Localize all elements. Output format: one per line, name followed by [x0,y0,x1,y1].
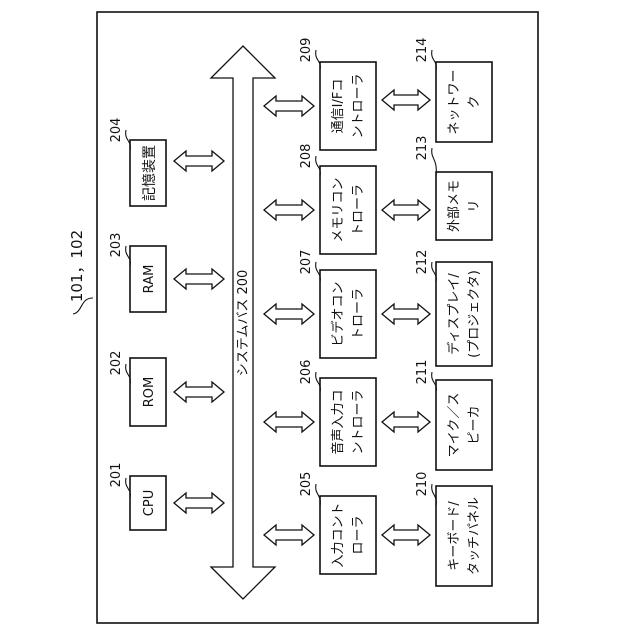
comm-if-controller-label-1: 通信I/Fコ [331,79,346,134]
network-label-1: ネットワー [447,69,462,134]
connector-arrow-right-1 [382,412,430,432]
audio-input-controller-ref: 206 [299,360,314,385]
audio-input-controller-label-1: 音声入力コ [330,389,346,454]
connector-arrow-right-4 [382,90,430,110]
system-bus-label: システムバス 200 [236,270,251,377]
comm-if-controller-label-2: ントローラ [351,73,366,138]
connector-arrow-mid-0 [264,525,314,545]
ram-ref: 203 [109,233,124,258]
network-label-2: ク [467,95,482,108]
video-controller-ref: 207 [299,250,314,275]
mic-speaker-label-1: マイク／ス [447,393,462,458]
audio-input-controller-box [320,378,376,466]
connector-arrow-right-2 [382,304,430,324]
display-projector-label-2: (プロジェクタ) [467,270,482,358]
keyboard-touchpanel-box [436,486,492,586]
video-controller-box [320,270,376,358]
input-controller-label-1: 入力コント [331,502,346,567]
connector-arrow-left-0 [174,493,224,513]
connector-arrow-mid-3 [264,200,314,220]
comm-if-controller-ref: 209 [299,38,314,63]
connector-arrow-left-1 [174,382,224,402]
component-bus-connectors [174,151,224,513]
input-controller-label-2: ローラ [351,515,366,554]
connector-arrow-mid-4 [264,96,314,116]
external-memory-ref: 213 [415,136,430,161]
connector-arrow-left-2 [174,269,224,289]
display-projector-ref: 212 [415,250,430,275]
video-controller-label-2: トローラ [351,288,366,340]
ram-label: RAM [142,265,157,294]
external-memory-box [436,172,492,240]
rom-ref: 202 [109,351,124,376]
storage-ref: 204 [109,118,124,143]
external-memory-label-2: リ [467,199,482,212]
audio-input-controller-label-2: ントローラ [351,389,366,454]
connector-arrow-mid-2 [264,304,314,324]
rom-label: ROM [142,377,157,407]
network-box [436,62,492,142]
storage-label: 記憶装置 [141,145,158,201]
mic-speaker-box [436,380,492,470]
connector-arrow-right-0 [382,525,430,545]
network-ref: 214 [415,38,430,63]
device-ref-label: 101，102 [68,230,86,302]
connector-arrow-right-3 [382,200,430,220]
mic-speaker-ref: 211 [415,360,430,385]
memory-controller-label-1: メモリコン [331,177,346,242]
mic-speaker-label-2: ピーカ [467,405,482,444]
cpu-label: CPU [142,490,157,516]
video-controller-label-1: ビデオコン [330,281,346,346]
keyboard-touchpanel-label-1: キーボード/ [447,501,462,571]
memory-controller-ref: 208 [299,144,314,169]
display-projector-label-1: ディスプレイ/ [446,273,462,355]
comm-if-controller-box [320,62,376,150]
connector-arrow-mid-1 [264,412,314,432]
input-controller-box [320,496,376,574]
external-memory-label-1: 外部メモ [447,180,462,232]
input-controller-ref: 205 [299,472,314,497]
keyboard-touchpanel-label-2: タッチパネル [467,497,482,575]
reference-leaders [126,50,437,506]
keyboard-touchpanel-ref: 210 [415,472,430,497]
cpu-ref: 201 [109,463,124,488]
memory-controller-label-2: トローラ [351,184,366,236]
display-projector-box [436,262,492,366]
connector-arrow-left-3 [174,151,224,171]
memory-controller-box [320,166,376,254]
